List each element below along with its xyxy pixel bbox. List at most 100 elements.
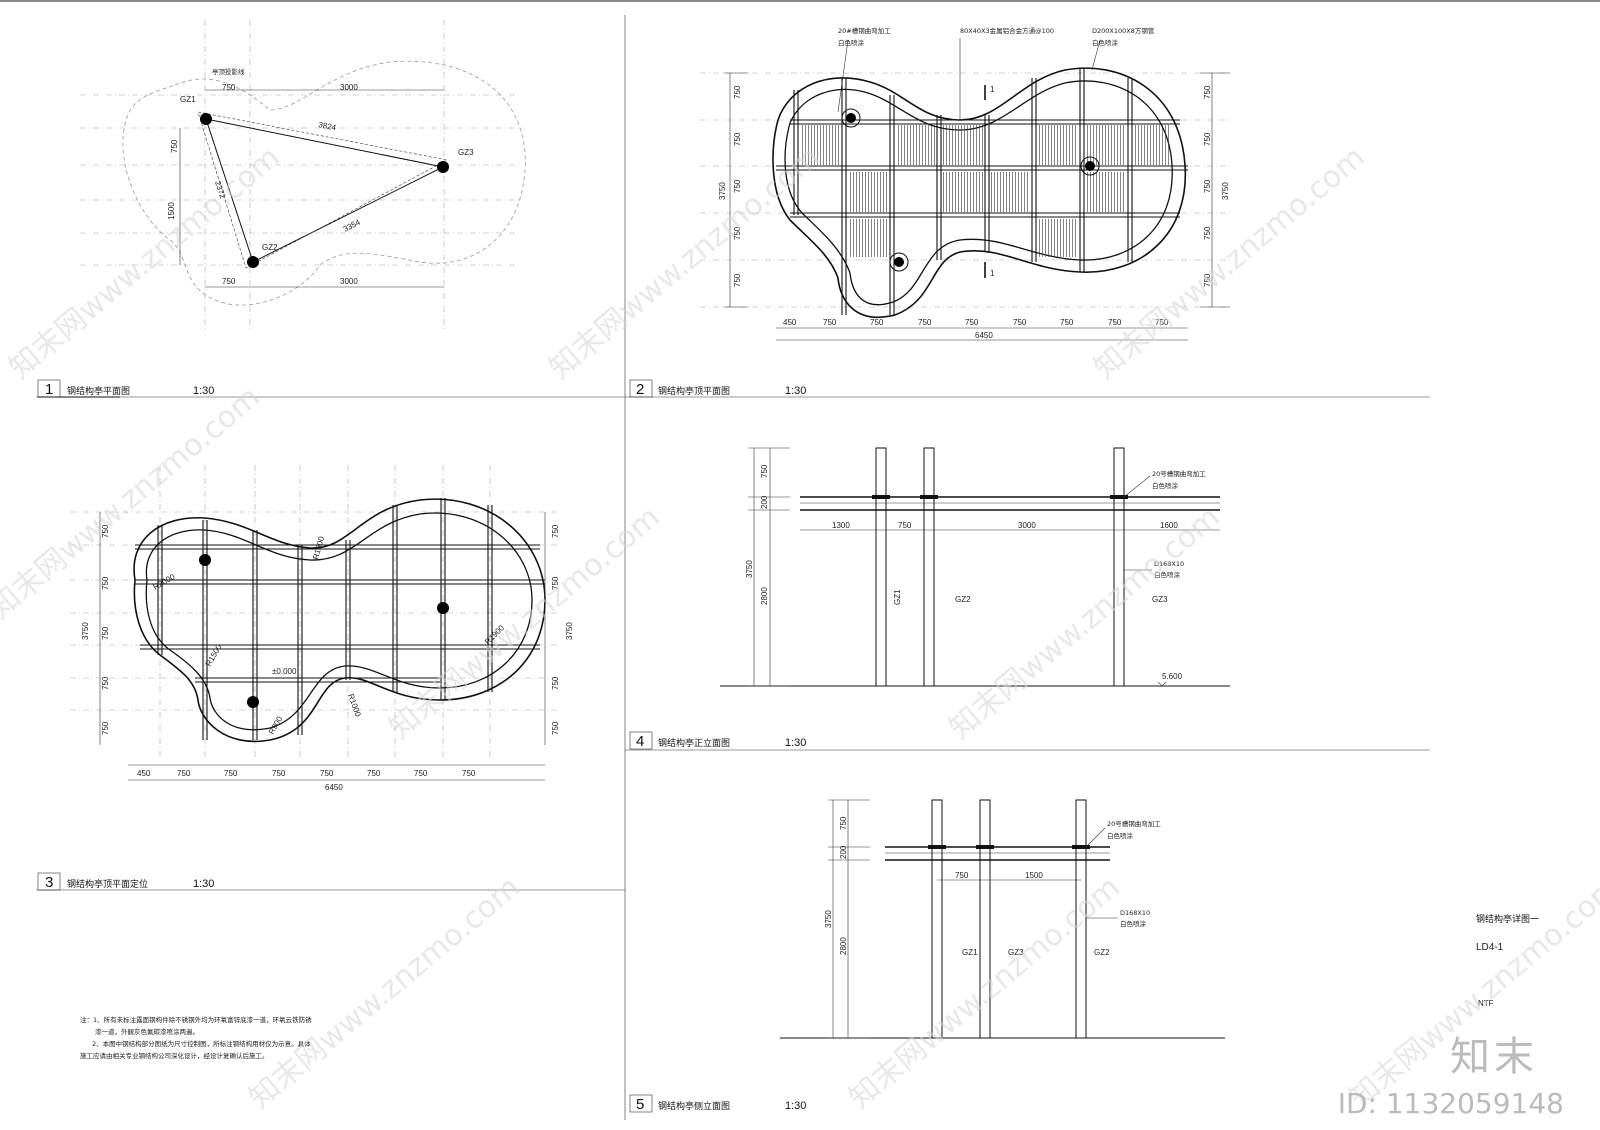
panel-4-front-elevation: 750 200 3750 2800 1300 750 3000 1600 20号… [720, 447, 1230, 687]
p3-left-total: 3750 [81, 622, 90, 640]
panel-3-roof-setout: R1600 R2000 R1900 R1500 R1000 R900 ±0.00… [70, 465, 574, 792]
p2-callout-b: 80X40X3金属铝合金方通@100 [960, 26, 1054, 35]
p5-dim-col: 2800 [839, 937, 848, 955]
p2-bottom-dim-7: 750 [1060, 318, 1074, 327]
watermark-5: 知末网www.znzmo.com [383, 500, 667, 746]
p4-note-b2: 白色喷涂 [1154, 570, 1181, 579]
p2-section-top: 1 [990, 85, 995, 94]
p4-col3: GZ3 [1152, 595, 1168, 604]
p1-scale: 1:30 [193, 385, 214, 397]
p4-col2: GZ2 [955, 595, 971, 604]
p2-bottom-dim-5: 750 [965, 318, 979, 327]
p3-bottom-dim-4: 750 [272, 769, 286, 778]
p2-bottom-dim-6: 750 [1013, 318, 1027, 327]
note-line-4: 施工应请由相关专业钢结构公司深化设计，经设计复确认后施工。 [80, 1051, 269, 1060]
panel-4-title: 4 钢结构亭正立面图 1:30 [629, 731, 806, 750]
p5-number: 5 [636, 1096, 644, 1113]
watermark-7: 知末网www.znzmo.com [243, 870, 527, 1116]
setout-outer-ring [133, 498, 546, 743]
p4-note-a2: 白色喷涂 [1152, 481, 1179, 490]
p1-title: 钢结构亭平面图 [67, 385, 130, 397]
p4-note-b: D168X10 [1154, 560, 1184, 568]
p3-bottom-dim-1: 450 [137, 769, 151, 778]
p3-right-dim-1: 750 [551, 524, 560, 538]
p3-left-dim-1: 750 [101, 524, 110, 538]
p3-right-dim-3: 750 [551, 676, 560, 690]
roof-outer-ring [772, 67, 1187, 318]
p1-number: 1 [45, 381, 53, 398]
roof-column-gz1 [841, 108, 861, 128]
p5-col2: GZ3 [1008, 948, 1024, 957]
p4-dim-top: 750 [760, 464, 769, 478]
p3-bottom-dim-6: 750 [367, 769, 381, 778]
p3-scale: 1:30 [193, 878, 214, 890]
p1-dim-bot-left: 750 [222, 277, 236, 286]
roof-column-gz2 [889, 252, 909, 272]
p3-left-dim-5: 750 [101, 721, 110, 735]
p5-note-a2: 白色喷涂 [1107, 831, 1134, 840]
p1-dim-bot: 3000 [340, 277, 358, 286]
p2-left-dim-1: 750 [733, 85, 742, 99]
p3-right-total: 3750 [565, 622, 574, 640]
p2-left-total: 3750 [718, 182, 727, 200]
column-gz2-elev [923, 447, 935, 687]
p3-right-dim-4: 750 [551, 721, 560, 735]
p1-col3-label: GZ3 [458, 148, 474, 157]
setout-column-gz3 [437, 602, 449, 614]
p2-callout-a: 20#槽钢曲弯加工 [838, 26, 891, 35]
p2-callout-a2: 白色喷涂 [838, 38, 865, 47]
p3-bottom-dim-8: 750 [462, 769, 476, 778]
watermark-8: 知末网www.znzmo.com [843, 870, 1127, 1116]
p2-bottom-dim-4: 750 [918, 318, 932, 327]
p2-bottom-dim-1: 450 [783, 318, 797, 327]
p3-title: 钢结构亭顶平面定位 [67, 878, 148, 890]
p3-left-dim-4: 750 [101, 676, 110, 690]
p5-col3: GZ2 [1094, 948, 1110, 957]
panel-5-title: 5 钢结构亭侧立面图 1:30 [629, 1094, 806, 1113]
p1-dim-top: 3000 [340, 83, 358, 92]
panel-2-title: 2 钢结构亭顶平面图 1:30 [629, 379, 806, 398]
general-notes: 注：1、所有未标注露面钢构件除不锈钢外均为环氧富锌底漆一道，环氧云铁防锈 漆一道… [80, 1015, 312, 1060]
p4-number: 4 [636, 733, 644, 750]
column-gz1-elev [875, 447, 887, 687]
p5-dim-total: 3750 [824, 910, 833, 928]
p2-right-dim-5: 750 [1203, 273, 1212, 287]
roof-column-gz3 [1080, 156, 1100, 176]
column-gz3-side [979, 799, 991, 1039]
p4-span-2: 750 [898, 521, 912, 530]
p1-col1-label: GZ1 [180, 95, 196, 104]
column-gz3-elev [1113, 447, 1125, 687]
column-gz3 [437, 161, 449, 173]
title-block: 钢结构亭详图一 LD4-1 NTF [1476, 913, 1539, 1008]
p4-dim-total: 3750 [745, 560, 754, 578]
p1-dim-left2: 1500 [167, 202, 176, 220]
sheet-number: LD4-1 [1476, 942, 1504, 953]
p3-bottom-dim-7: 750 [414, 769, 428, 778]
p4-level: 5.600 [1162, 672, 1183, 681]
p3-bottom-dim-5: 750 [320, 769, 334, 778]
p1-outline-label: 亭顶投影线 [212, 67, 245, 76]
p2-bottom-total: 6450 [975, 331, 993, 340]
p3-bottom-total: 6450 [325, 783, 343, 792]
panel-3-title: 3 钢结构亭顶平面定位 1:30 [37, 872, 214, 891]
p5-note-b: D168X10 [1120, 909, 1150, 917]
aluminium-slats [800, 125, 1170, 257]
panel-2-roof-plan: 1 1 20#槽钢曲弯加工 白色喷涂 80X40X3金属铝合金方通@100 D2… [700, 26, 1230, 341]
p2-bottom-dim-8: 750 [1108, 318, 1122, 327]
p3-bottom-dim-3: 750 [224, 769, 238, 778]
p1-dim-top-left: 750 [222, 83, 236, 92]
p4-note-a: 20号槽钢曲弯加工 [1152, 469, 1206, 478]
p2-right-total: 3750 [1221, 182, 1230, 200]
note-line-1: 注：1、所有未标注露面钢构件除不锈钢外均为环氧富锌底漆一道，环氧云铁防锈 [80, 1015, 312, 1024]
p5-title: 钢结构亭侧立面图 [658, 1100, 730, 1112]
p5-note-b2: 白色喷涂 [1120, 919, 1147, 928]
column-gz1-side [931, 799, 943, 1039]
p3-bottom-dim-2: 750 [177, 769, 191, 778]
p3-number: 3 [45, 874, 53, 891]
p5-dim-beam: 200 [839, 845, 848, 859]
p2-left-dim-4: 750 [733, 226, 742, 240]
note-line-2: 漆一道，外観灰色氟碳漆喷涂两遍。 [95, 1027, 199, 1036]
p2-scale: 1:30 [785, 385, 806, 397]
watermarks: 知末网www.znzmo.com 知末网www.znzmo.com 知末网www… [0, 140, 1600, 1116]
panel-5-side-elevation: 750 200 3750 2800 750 1500 20号槽钢曲弯加工 白色喷… [780, 799, 1225, 1039]
